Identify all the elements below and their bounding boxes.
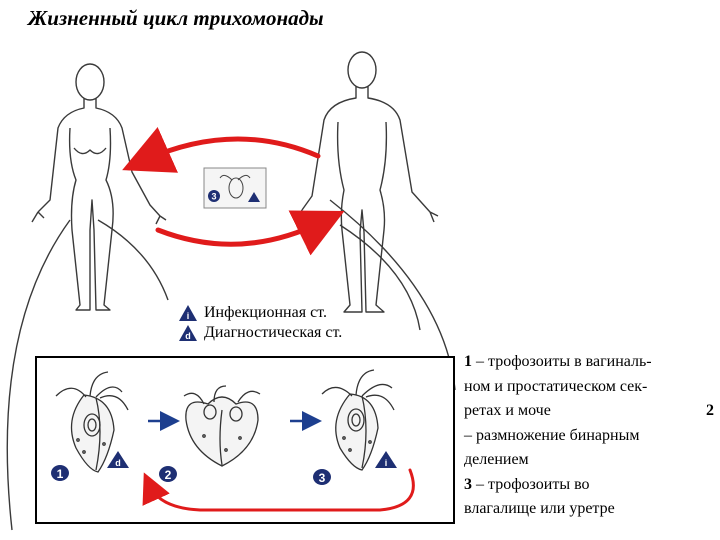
transmission-arrow-to-male (155, 210, 345, 256)
inset-thumbnail: 3 (203, 167, 267, 209)
diagnostic-stage-marker: d (107, 451, 129, 468)
svg-text:3: 3 (319, 471, 326, 485)
trophozoite-stage-2 (183, 385, 261, 467)
inset-stage-number: 3 (211, 192, 216, 202)
outer-arc-left (6, 219, 71, 531)
stage-2-badge: 2 (159, 466, 177, 482)
infective-stage-icon: i (179, 305, 197, 321)
desc-line-1: 1 – трофозоиты в вагиналь- (464, 353, 652, 370)
desc-line-2: ном и простатическом сек- (464, 377, 648, 395)
infective-stage-marker: i (375, 451, 397, 468)
transmission-arrow-to-female (122, 127, 321, 173)
trophozoite-stage-1 (55, 371, 129, 473)
male-figure (297, 51, 439, 313)
inner-arc-right (339, 224, 421, 331)
desc-line-4: – размножение бинарным (464, 426, 640, 444)
svg-text:d: d (115, 458, 121, 468)
desc-line-7: влагалище или уретре (464, 500, 615, 517)
desc-line-5: делением (464, 451, 529, 468)
desc-line-6: 3 – трофозоиты во (464, 475, 590, 493)
page-title: Жизненный цикл трихомонады (28, 6, 324, 30)
svg-text:1: 1 (57, 467, 64, 481)
inner-arc-left (97, 219, 169, 301)
svg-text:2: 2 (165, 468, 172, 482)
stage-1-badge: 1 (51, 465, 69, 481)
diagnostic-stage-icon: d (179, 325, 197, 341)
female-figure (31, 63, 167, 311)
cycle-return-arrow (142, 468, 415, 512)
legend-diagnostic: d Диагностическая ст. (178, 324, 342, 342)
trophozoite-stage-3 (321, 369, 395, 471)
stage-3-badge: 3 (313, 469, 331, 485)
legend-infective-label: Инфекционная ст. (204, 304, 327, 321)
legend-infective: i Инфекционная ст. (178, 304, 327, 322)
svg-text:d: d (185, 331, 191, 341)
svg-text:i: i (187, 311, 190, 321)
stage-description: 1 – трофозоиты в вагиналь- ном и простат… (464, 350, 714, 522)
legend-diagnostic-label: Диагностическая ст. (204, 324, 343, 341)
svg-text:i: i (385, 458, 388, 468)
